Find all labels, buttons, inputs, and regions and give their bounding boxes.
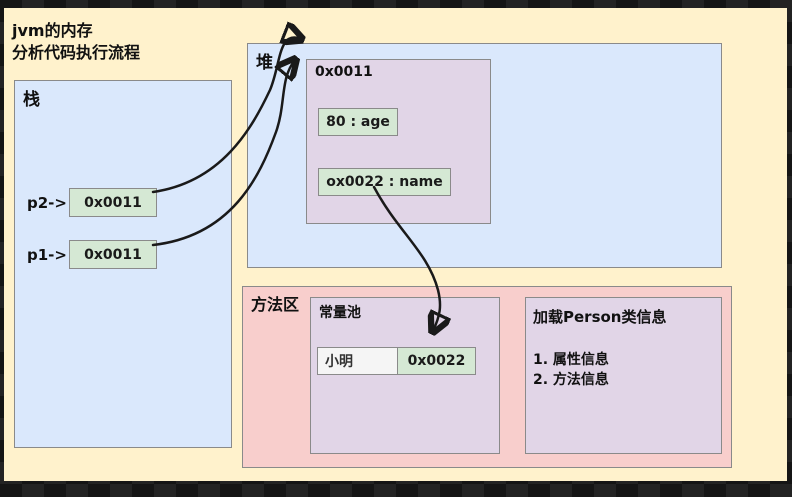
stack-var-p2-name: p2-> bbox=[27, 194, 67, 212]
class-info-title: 加载Person类信息 bbox=[533, 308, 667, 326]
stack-label: 栈 bbox=[23, 90, 40, 110]
method-area-label: 方法区 bbox=[251, 295, 300, 314]
stack-region: 栈 p2-> 0x0011 p1-> 0x0011 bbox=[14, 80, 232, 448]
stack-var-p2-value: 0x0011 bbox=[69, 188, 157, 217]
class-info-item-2: 2. 方法信息 bbox=[533, 372, 609, 388]
diagram-sheet: jvm的内存 分析代码执行流程 栈 p2-> 0x0011 p1-> 0x001… bbox=[4, 8, 787, 481]
stack-var-p1-value: 0x0011 bbox=[69, 240, 157, 269]
title-line-2: 分析代码执行流程 bbox=[12, 42, 141, 62]
heap-region: 堆 0x0011 80 : age ox0022 : name bbox=[247, 43, 722, 268]
heap-field-age: 80 : age bbox=[318, 108, 398, 136]
class-info-item-1: 1. 属性信息 bbox=[533, 352, 609, 368]
constant-pool: 常量池 小明 0x0022 bbox=[310, 297, 500, 454]
title-line-1: jvm的内存 bbox=[12, 21, 93, 40]
constant-pool-entry-value: 小明 bbox=[317, 347, 398, 375]
heap-label: 堆 bbox=[256, 53, 273, 73]
class-info: 加载Person类信息 1. 属性信息 2. 方法信息 bbox=[525, 297, 722, 454]
method-area-region: 方法区 常量池 小明 0x0022 加载Person类信息 1. 属性信息 2.… bbox=[242, 286, 732, 468]
diagram-title: jvm的内存 分析代码执行流程 bbox=[12, 20, 140, 63]
heap-object-address: 0x0011 bbox=[315, 64, 373, 80]
stack-var-p1-name: p1-> bbox=[27, 246, 67, 264]
heap-object: 0x0011 80 : age ox0022 : name bbox=[306, 59, 491, 224]
heap-field-name: ox0022 : name bbox=[318, 168, 451, 196]
constant-pool-label: 常量池 bbox=[319, 305, 361, 321]
constant-pool-entry-address: 0x0022 bbox=[397, 347, 476, 375]
